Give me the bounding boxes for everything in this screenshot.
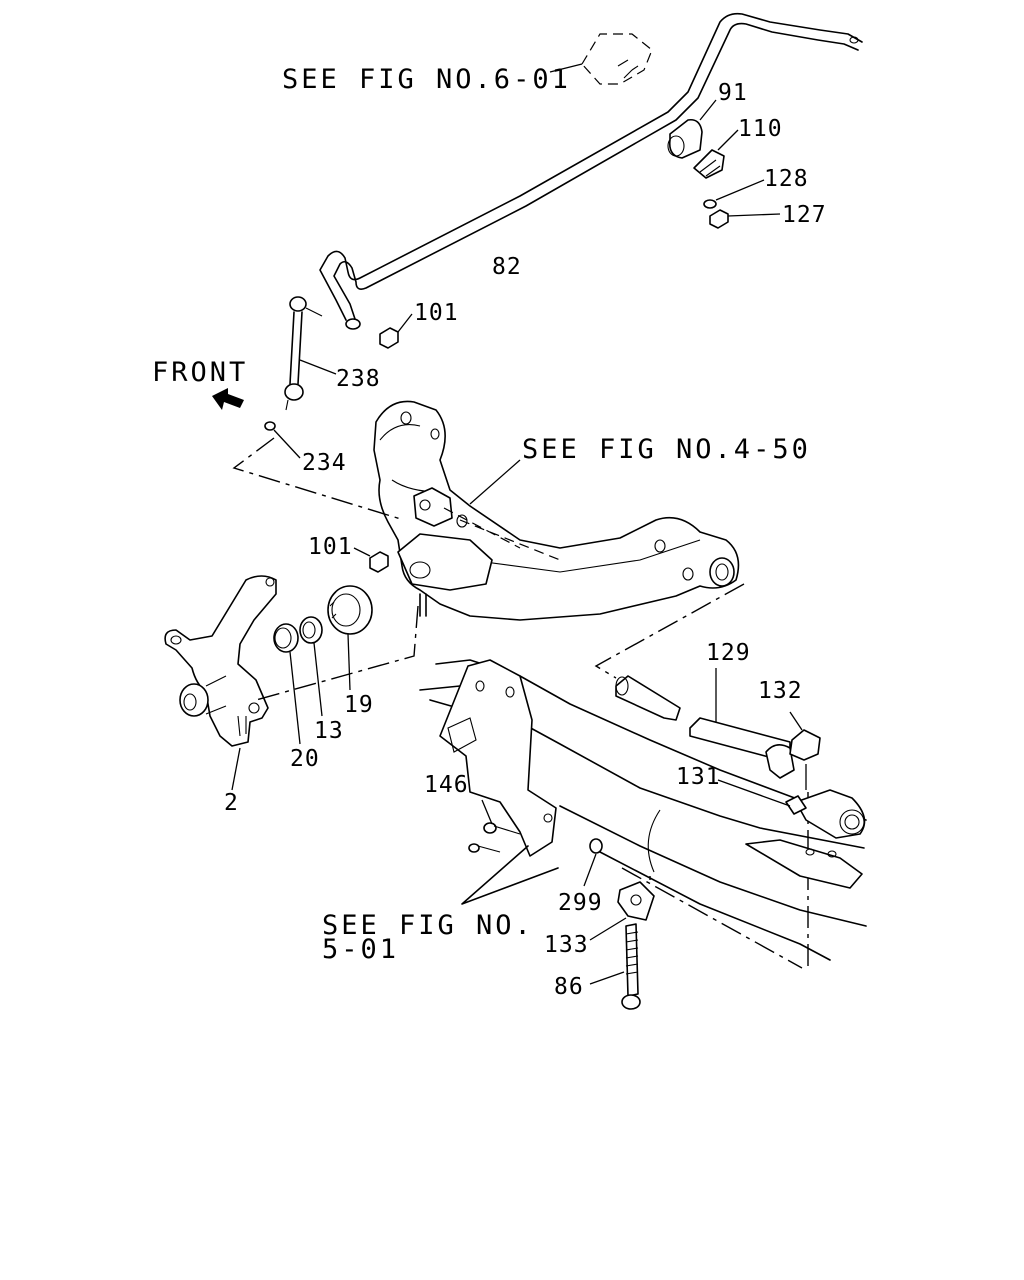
label-86: 86 xyxy=(554,974,584,1000)
steering-knuckle-2 xyxy=(164,575,277,791)
nut-299 xyxy=(583,838,603,887)
bearing-20 xyxy=(273,623,301,745)
label-101-top: 101 xyxy=(414,300,459,326)
crossmember-4-50 xyxy=(373,400,740,621)
front-label: FRONT xyxy=(152,357,248,388)
seat-133 xyxy=(589,881,655,941)
bolt-86 xyxy=(589,923,641,1010)
label-91: 91 xyxy=(718,80,748,106)
nut-101-upper xyxy=(379,313,413,349)
nut-127 xyxy=(709,209,781,229)
label-20: 20 xyxy=(290,746,320,772)
part-number-labels: 91 110 128 127 82 101 238 234 101 19 13 … xyxy=(224,80,827,1000)
bushing-91 xyxy=(667,99,717,159)
label-146: 146 xyxy=(424,772,469,798)
seal-13 xyxy=(299,616,323,717)
adjusting-nut-132 xyxy=(789,711,821,790)
nut-101-middle xyxy=(353,547,389,573)
reference-labels: SEE FIG NO.6-01 SEE FIG NO.4-50 SEE FIG … xyxy=(152,64,811,965)
label-19: 19 xyxy=(344,692,374,718)
label-2: 2 xyxy=(224,790,239,816)
label-132: 132 xyxy=(758,678,803,704)
label-82: 82 xyxy=(492,254,522,280)
ref-fig-5-01-line2: 5-01 xyxy=(322,934,399,965)
label-238: 238 xyxy=(336,366,381,392)
label-299: 299 xyxy=(558,890,603,916)
frame-side-rail xyxy=(419,659,867,961)
label-131: 131 xyxy=(676,764,721,790)
bushing-234 xyxy=(264,421,301,459)
label-101-mid: 101 xyxy=(308,534,353,560)
washer-128 xyxy=(703,179,765,209)
label-234: 234 xyxy=(302,450,347,476)
bolt-146 xyxy=(481,799,521,835)
torsion-bar-end xyxy=(615,675,681,721)
ref-fig-5-01-line1: SEE FIG NO. xyxy=(322,910,534,941)
bushing-19 xyxy=(327,585,373,691)
label-128: 128 xyxy=(764,166,809,192)
ref-fig-6-01: SEE FIG NO.6-01 xyxy=(282,64,571,95)
clamp-bracket-110 xyxy=(693,129,739,179)
label-129: 129 xyxy=(706,640,751,666)
label-13: 13 xyxy=(314,718,344,744)
label-133: 133 xyxy=(544,932,589,958)
front-arrow-icon xyxy=(212,388,244,410)
bracket-6-01-outline xyxy=(549,33,653,85)
bolt-5-01 xyxy=(461,843,559,905)
label-127: 127 xyxy=(782,202,827,228)
label-110: 110 xyxy=(738,116,783,142)
stabilizer-bar xyxy=(319,12,863,330)
ref-fig-4-50: SEE FIG NO.4-50 xyxy=(522,434,811,465)
stabilizer-link-238 xyxy=(284,296,337,411)
height-control-arm-131 xyxy=(717,744,866,839)
